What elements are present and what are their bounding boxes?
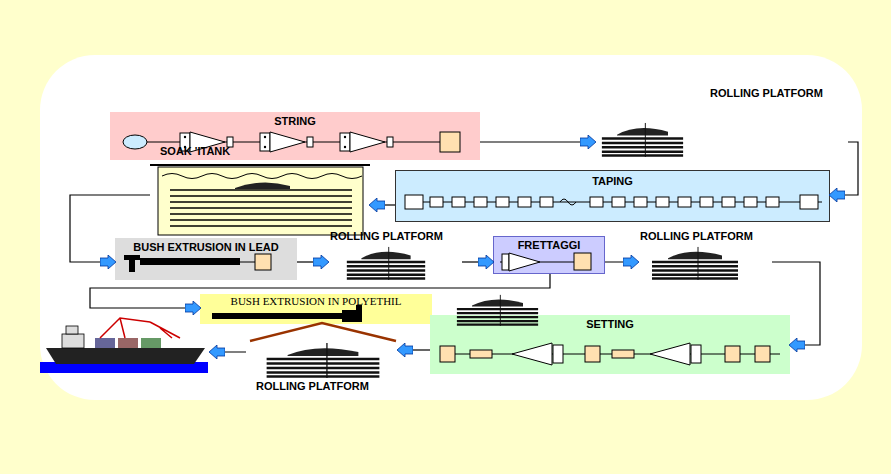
soak-tank: SOAK 'ITANK — [150, 145, 370, 238]
station-label: ROLLING PLATFORM — [256, 380, 369, 393]
station-label: SOAK 'ITANK — [160, 145, 230, 158]
station-label: SETTING — [586, 318, 634, 331]
station-label: ROLLING PLATFORM — [330, 230, 443, 243]
station-label: TAPING — [592, 175, 633, 188]
rolling-platform: ROLLING PLATFORM — [595, 85, 848, 160]
roof — [250, 323, 396, 341]
flow-connector — [605, 261, 638, 262]
ship — [40, 318, 246, 373]
cable-coil — [602, 123, 683, 157]
cable-coil — [347, 247, 425, 280]
cable-coil — [267, 343, 380, 378]
process-band: TAPING — [395, 170, 830, 222]
flow-connector — [398, 349, 430, 350]
station-label: STRING — [274, 115, 316, 128]
process-band: BUSH EXTRUSION IN POLYETHIL — [200, 294, 432, 324]
flow-connector — [480, 141, 595, 142]
station-label: BUSH EXTRUSION IN POLYETHIL — [231, 295, 402, 307]
soak-tank-drawing — [150, 165, 370, 235]
white-panel — [40, 55, 862, 400]
rolling-platform: ROLLING PLATFORM — [248, 322, 398, 396]
process-band: FRETTAGGI — [493, 236, 605, 274]
process-band: BUSH EXTRUSION IN LEAD — [115, 238, 297, 280]
station-label: FRETTAGGI — [518, 239, 581, 252]
station-label: ROLLING PLATFORM — [640, 230, 753, 243]
flow-connector — [370, 204, 395, 205]
process-band: SETTING — [430, 315, 790, 374]
cable-coil — [652, 247, 738, 280]
station-label: ROLLING PLATFORM — [710, 87, 823, 100]
station-label: BUSH EXTRUSION IN LEAD — [133, 241, 278, 254]
rolling-platform: ROLLING PLATFORM — [638, 230, 772, 282]
flow-connector — [830, 142, 858, 195]
flow-connector — [297, 261, 328, 262]
rolling-platform: ROLLING PLATFORM — [328, 230, 462, 282]
flow-connector — [462, 261, 493, 262]
